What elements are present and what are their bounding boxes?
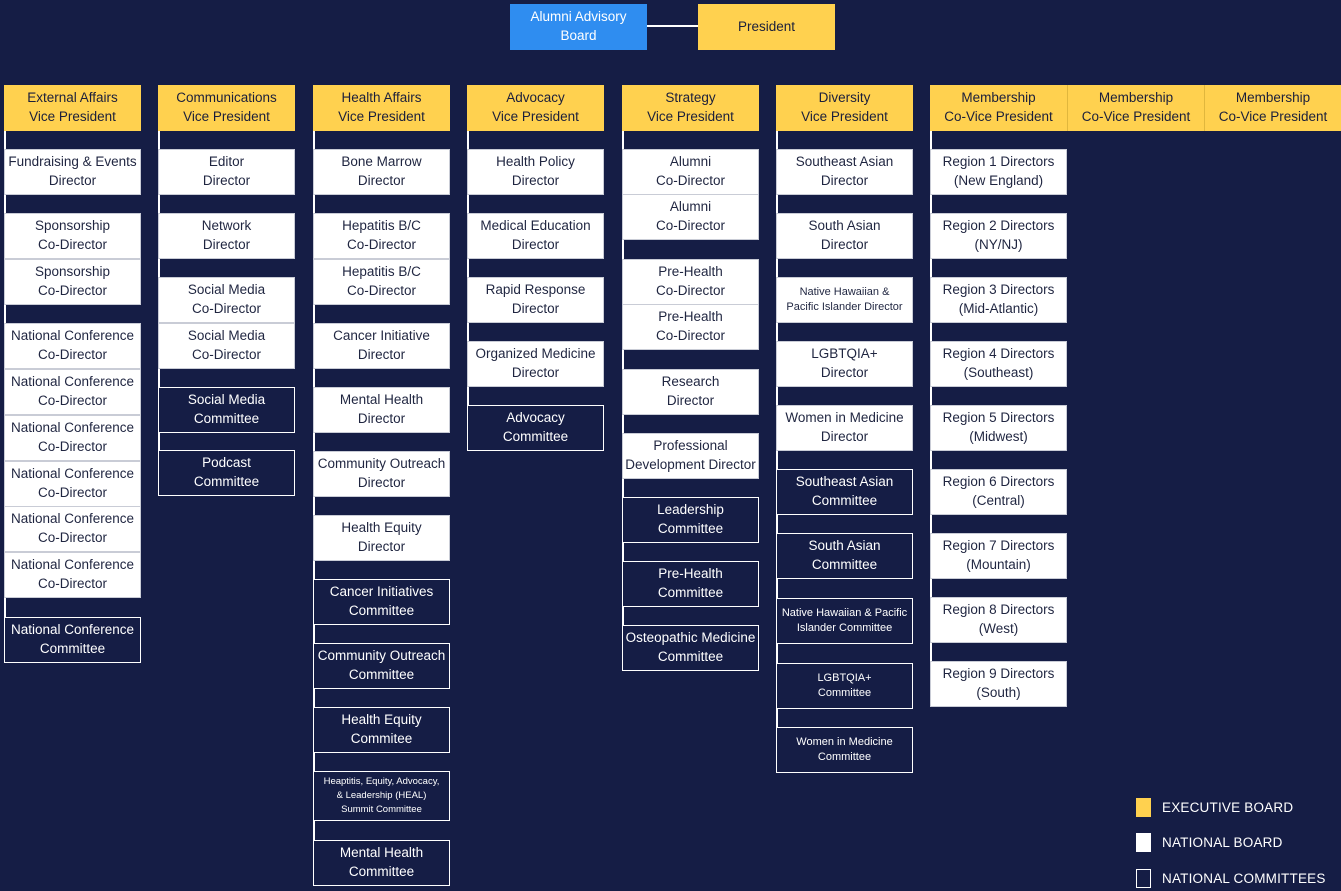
legend-item-executive: EXECUTIVE BOARD bbox=[1136, 798, 1293, 817]
item-box-2-8: Community Outreach Committee bbox=[313, 643, 450, 689]
item-box-3-4: Advocacy Committee bbox=[467, 405, 604, 451]
legend-swatch-committees bbox=[1136, 869, 1151, 888]
item-box-0-6: National Conference Co-Director bbox=[4, 461, 141, 507]
item-box-2-4: Mental Health Director bbox=[313, 387, 450, 433]
item-box-0-9: National Conference Committee bbox=[4, 617, 141, 663]
item-box-4-1: Alumni Co-Director bbox=[622, 194, 759, 240]
president-box: President bbox=[698, 4, 835, 50]
legend-swatch-executive bbox=[1136, 798, 1151, 817]
item-box-4-2: Pre-Health Co-Director bbox=[622, 259, 759, 305]
item-box-4-4: Research Director bbox=[622, 369, 759, 415]
item-box-5-8: LGBTQIA+ Committee bbox=[776, 663, 913, 709]
item-box-2-0: Bone Marrow Director bbox=[313, 149, 450, 195]
item-box-4-5: Professional Development Director bbox=[622, 433, 759, 479]
legend-label-national-board: NATIONAL BOARD bbox=[1162, 835, 1283, 850]
item-box-1-0: Editor Director bbox=[158, 149, 295, 195]
legend-swatch-national-board bbox=[1136, 833, 1151, 852]
item-box-2-10: Heaptitis, Equity, Advocacy, & Leadershi… bbox=[313, 771, 450, 821]
item-box-1-3: Social Media Co-Director bbox=[158, 323, 295, 369]
vp-box-3: Advocacy Vice President bbox=[467, 85, 604, 131]
item-box-5-2: Native Hawaiian & Pacific Islander Direc… bbox=[776, 277, 913, 323]
item-box-3-1: Medical Education Director bbox=[467, 213, 604, 259]
item-box-1-2: Social Media Co-Director bbox=[158, 277, 295, 323]
item-box-6-7: Region 8 Directors (West) bbox=[930, 597, 1067, 643]
vp-box-1: Communications Vice President bbox=[158, 85, 295, 131]
legend-item-national-board: NATIONAL BOARD bbox=[1136, 833, 1283, 852]
item-box-0-8: National Conference Co-Director bbox=[4, 552, 141, 598]
item-box-0-7: National Conference Co-Director bbox=[4, 506, 141, 552]
item-box-5-7: Native Hawaiian & Pacific Islander Commi… bbox=[776, 598, 913, 644]
item-box-5-5: Southeast Asian Committee bbox=[776, 469, 913, 515]
item-box-6-1: Region 2 Directors (NY/NJ) bbox=[930, 213, 1067, 259]
column-connector-2 bbox=[313, 131, 315, 876]
item-box-2-9: Health Equity Commitee bbox=[313, 707, 450, 753]
item-box-0-5: National Conference Co-Director bbox=[4, 415, 141, 461]
vp-box-5: Diversity Vice President bbox=[776, 85, 913, 131]
item-box-5-4: Women in Medicine Director bbox=[776, 405, 913, 451]
item-box-0-1: Sponsorship Co-Director bbox=[4, 213, 141, 259]
item-box-3-3: Organized Medicine Director bbox=[467, 341, 604, 387]
item-box-6-0: Region 1 Directors (New England) bbox=[930, 149, 1067, 195]
vp-box-0: External Affairs Vice President bbox=[4, 85, 141, 131]
item-box-3-0: Health Policy Director bbox=[467, 149, 604, 195]
item-box-4-3: Pre-Health Co-Director bbox=[622, 304, 759, 350]
item-box-2-5: Community Outreach Director bbox=[313, 451, 450, 497]
alumni-advisory-board-box: Alumni Advisory Board bbox=[510, 4, 647, 50]
advisory-president-connector bbox=[646, 25, 698, 27]
item-box-4-7: Pre-Health Committee bbox=[622, 561, 759, 607]
item-box-0-4: National Conference Co-Director bbox=[4, 369, 141, 415]
item-box-1-1: Network Director bbox=[158, 213, 295, 259]
item-box-6-2: Region 3 Directors (Mid-Atlantic) bbox=[930, 277, 1067, 323]
item-box-4-0: Alumni Co-Director bbox=[622, 149, 759, 195]
item-box-4-6: Leadership Committee bbox=[622, 497, 759, 543]
legend-label-committees: NATIONAL COMMITTEES bbox=[1162, 871, 1326, 886]
item-box-0-2: Sponsorship Co-Director bbox=[4, 259, 141, 305]
item-box-2-2: Hepatitis B/C Co-Director bbox=[313, 259, 450, 305]
vp-box-4: Strategy Vice President bbox=[622, 85, 759, 131]
item-box-2-6: Health Equity Director bbox=[313, 515, 450, 561]
item-box-6-5: Region 6 Directors (Central) bbox=[930, 469, 1067, 515]
item-box-6-6: Region 7 Directors (Mountain) bbox=[930, 533, 1067, 579]
item-box-2-3: Cancer Initiative Director bbox=[313, 323, 450, 369]
item-box-1-4: Social Media Committee bbox=[158, 387, 295, 433]
item-box-2-11: Mental Health Committee bbox=[313, 840, 450, 886]
item-box-1-5: Podcast Committee bbox=[158, 450, 295, 496]
legend-item-committees: NATIONAL COMMITTEES bbox=[1136, 869, 1326, 888]
item-box-6-3: Region 4 Directors (Southeast) bbox=[930, 341, 1067, 387]
item-box-6-8: Region 9 Directors (South) bbox=[930, 661, 1067, 707]
item-box-2-1: Hepatitis B/C Co-Director bbox=[313, 213, 450, 259]
item-box-3-2: Rapid Response Director bbox=[467, 277, 604, 323]
item-box-0-3: National Conference Co-Director bbox=[4, 323, 141, 369]
vp-box-7: Membership Co-Vice President bbox=[1067, 85, 1204, 131]
vp-box-8: Membership Co-Vice President bbox=[1204, 85, 1341, 131]
item-box-5-1: South Asian Director bbox=[776, 213, 913, 259]
item-box-5-9: Women in Medicine Committee bbox=[776, 727, 913, 773]
item-box-5-0: Southeast Asian Director bbox=[776, 149, 913, 195]
item-box-4-8: Osteopathic Medicine Committee bbox=[622, 625, 759, 671]
vp-box-6: Membership Co-Vice President bbox=[930, 85, 1067, 131]
item-box-5-6: South Asian Committee bbox=[776, 533, 913, 579]
item-box-2-7: Cancer Initiatives Committee bbox=[313, 579, 450, 625]
item-box-6-4: Region 5 Directors (Midwest) bbox=[930, 405, 1067, 451]
legend-label-executive: EXECUTIVE BOARD bbox=[1162, 800, 1294, 815]
item-box-0-0: Fundraising & Events Director bbox=[4, 149, 141, 195]
vp-box-2: Health Affairs Vice President bbox=[313, 85, 450, 131]
item-box-5-3: LGBTQIA+ Director bbox=[776, 341, 913, 387]
